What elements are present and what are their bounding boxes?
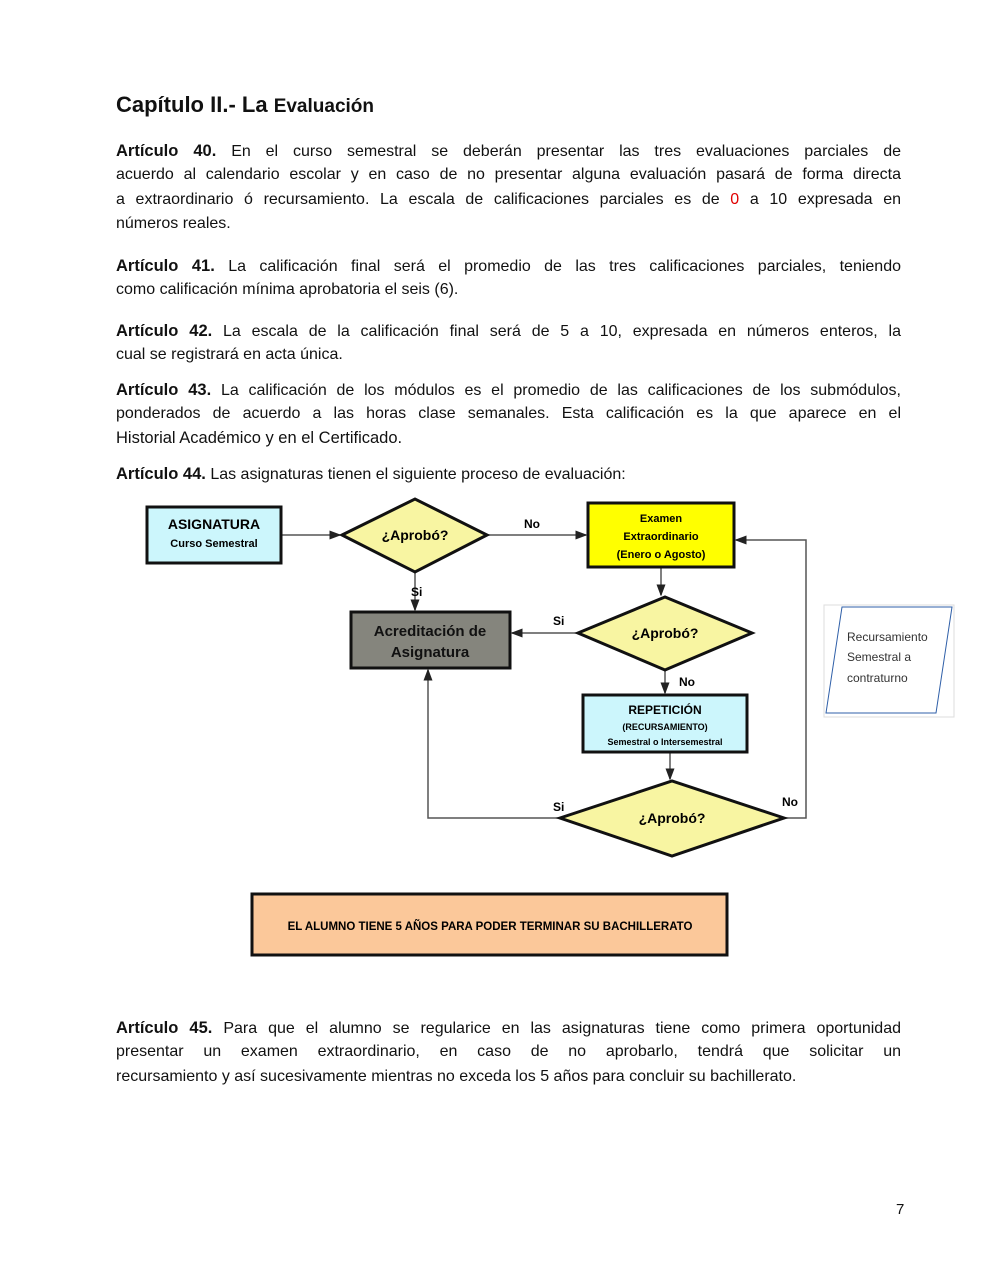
acreditacion-box [349,610,512,670]
note-text: Recursamiento [847,630,928,644]
acreditacion-label: Asignatura [391,644,470,661]
examen-box [586,501,736,569]
decision-diamond-3 [555,779,789,858]
repeticion-label: REPETICIÓN [628,702,701,717]
decision-diamond-2 [574,595,756,672]
article-40-line: a extraordinario ó recursamiento. La esc… [116,191,902,208]
no-label: No [679,675,695,689]
article-40-line: Artículo 40. En el curso semestral se de… [116,142,901,160]
repeticion-label: Semestral o Intersemestral [607,737,722,747]
repeticion-label: (RECURSAMIENTO) [622,722,707,732]
article-40-line: acuerdo al calendario escolar y en caso … [116,166,901,183]
arrow [423,668,560,819]
article-43-line: Artículo 43. La calificación de los módu… [116,381,901,399]
yes-label: Si [411,585,422,599]
article-43-line: ponderados de acuerdo a las horas clase … [116,405,901,422]
article-45-line: recursamiento y así sucesivamente mientr… [116,1068,797,1085]
article-44-line: Artículo 44. Las asignaturas tienen el s… [116,465,626,483]
article-41-line: Artículo 41. La calificación final será … [116,257,902,275]
yes-label: Si [553,800,564,814]
examen-label: (Enero o Agosto) [617,549,706,561]
decision-label: ¿Aprobó? [632,625,699,641]
asignatura-sublabel: Curso Semestral [170,538,257,550]
acreditacion-label: Acreditación de [374,623,487,640]
article-40-line: números reales. [116,215,231,232]
footer-label: EL ALUMNO TIENE 5 AÑOS PARA PODER TERMIN… [288,920,693,933]
repeticion-box [581,693,749,754]
note-parallelogram [825,606,953,714]
article-42-line: Artículo 42. La escala de la calificació… [116,322,901,340]
page-number: 7 [896,1201,905,1218]
arrow [734,535,807,819]
note-text: contraturno [847,671,908,685]
examen-label: Extraordinario [623,531,698,543]
decision-label: ¿Aprobó? [382,527,449,543]
decision-label: ¿Aprobó? [639,810,706,826]
chapter-title: Capítulo II.- La Evaluación [116,92,375,117]
decision-diamond-1 [338,497,491,574]
footer-box [250,892,729,957]
article-43-line: Historial Académico y en el Certificado. [116,429,403,447]
no-label: No [524,517,540,531]
note-text: Semestral a [847,650,911,664]
no-label: No [782,795,798,809]
asignatura-box [145,505,283,565]
article-45-line: Artículo 45. Para que el alumno se regul… [116,1019,901,1037]
asignatura-label: ASIGNATURA [168,516,260,532]
article-41-line: como calificación mínima aprobatoria el … [116,281,459,298]
red-zero: 0 [730,191,740,208]
article-42-line: cual se registrará en acta única. [116,346,343,363]
yes-label: Si [553,614,564,628]
article-45-line: presentar un examen extraordinario, en c… [116,1043,901,1060]
examen-label: Examen [640,513,682,525]
